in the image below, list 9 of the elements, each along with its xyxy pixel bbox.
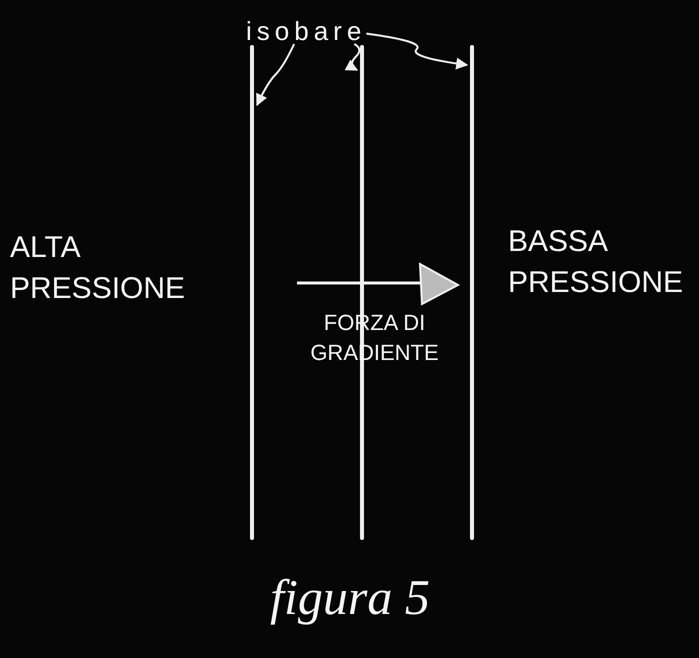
leader-line — [366, 32, 468, 70]
isobar-label: isobare — [246, 18, 366, 44]
pressure-label: ALTA PRESSIONE — [10, 230, 186, 306]
isobar-line — [250, 45, 254, 540]
leader-line — [256, 44, 296, 106]
isobar-line — [470, 45, 474, 540]
figure-caption: figura 5 — [269, 568, 431, 626]
leader-line — [344, 43, 360, 71]
pressure-label: BASSA PRESSIONE — [508, 224, 684, 300]
